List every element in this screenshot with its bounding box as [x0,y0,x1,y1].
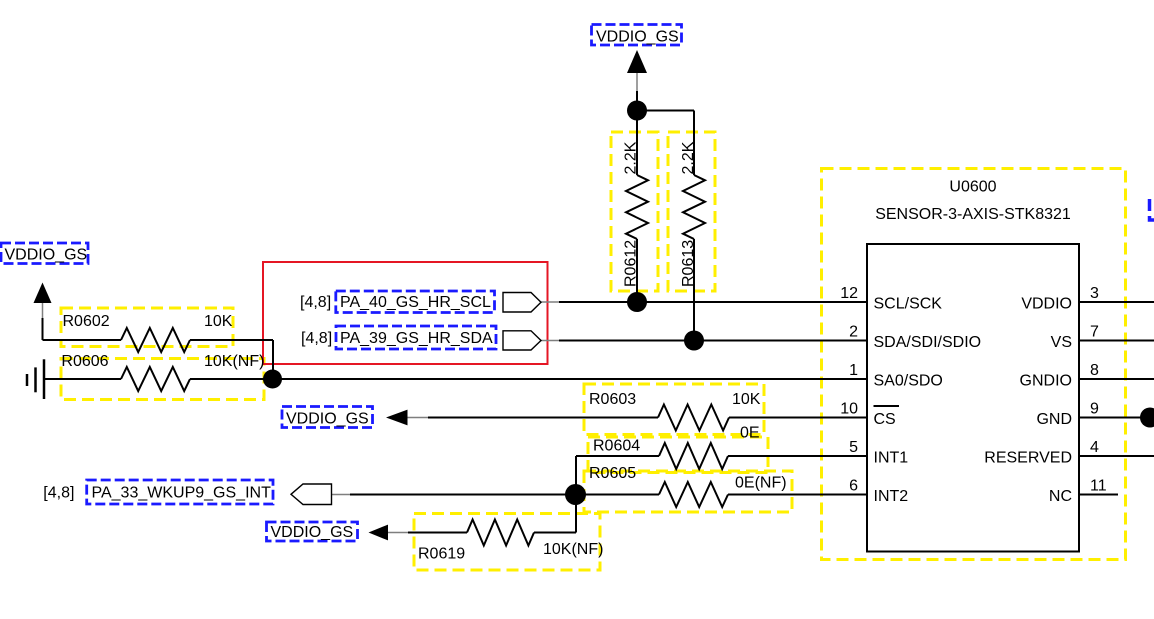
svg-text:5: 5 [849,439,858,456]
svg-text:SCL/SCK: SCL/SCK [874,296,943,313]
svg-text:11: 11 [1090,478,1107,495]
svg-text:R0604: R0604 [593,438,640,455]
svg-text:GNDIO: GNDIO [1020,373,1072,390]
svg-text:1: 1 [849,362,858,379]
svg-text:SDA/SDI/SDIO: SDA/SDI/SDIO [874,334,982,351]
svg-text:R0606: R0606 [61,353,108,370]
svg-text:R0613: R0613 [680,240,697,287]
svg-text:8: 8 [1090,362,1099,379]
svg-text:2: 2 [849,324,858,341]
svg-text:PA_33_WKUP9_GS_INT: PA_33_WKUP9_GS_INT [92,485,272,502]
svg-text:10K(NF): 10K(NF) [543,541,603,558]
svg-text:[4,8]: [4,8] [43,485,74,502]
svg-text:12: 12 [840,285,858,302]
svg-text:2.2K: 2.2K [623,141,640,174]
svg-text:R0603: R0603 [589,391,636,408]
svg-text:4: 4 [1090,439,1099,456]
svg-text:VDDIO_GS: VDDIO_GS [286,411,369,428]
svg-text:R0612: R0612 [623,240,640,287]
svg-text:U0600: U0600 [949,179,996,196]
svg-text:VS: VS [1051,334,1072,351]
svg-text:[4,8]: [4,8] [301,330,332,347]
svg-text:VDDIO: VDDIO [1021,296,1072,313]
svg-text:GND: GND [1036,411,1072,428]
svg-text:0E(NF): 0E(NF) [735,475,787,492]
svg-text:0E: 0E [740,425,760,442]
svg-text:RESERVED: RESERVED [984,450,1072,467]
svg-text:R0605: R0605 [589,465,636,482]
svg-text:VDDIO_GS: VDDIO_GS [596,29,679,46]
svg-text:10K(NF): 10K(NF) [204,353,264,370]
svg-text:VDDIO_GS: VDDIO_GS [5,247,88,264]
svg-text:10K: 10K [732,391,761,408]
svg-text:R0602: R0602 [63,313,110,330]
svg-text:SENSOR-3-AXIS-STK8321: SENSOR-3-AXIS-STK8321 [875,206,1071,223]
svg-text:6: 6 [849,478,858,495]
svg-text:[4,8]: [4,8] [300,294,331,311]
svg-text:SA0/SDO: SA0/SDO [874,373,943,390]
svg-text:9: 9 [1090,401,1099,418]
svg-text:R0619: R0619 [418,546,465,563]
svg-text:PA_40_GS_HR_SCL: PA_40_GS_HR_SCL [340,294,491,311]
svg-text:INT1: INT1 [874,450,909,467]
svg-text:3: 3 [1090,285,1099,302]
svg-text:PA_39_GS_HR_SDA: PA_39_GS_HR_SDA [340,330,493,347]
svg-text:10K: 10K [204,313,233,330]
svg-text:7: 7 [1090,324,1099,341]
svg-text:CS: CS [874,411,896,428]
svg-text:10: 10 [840,401,858,418]
svg-text:INT2: INT2 [874,488,909,505]
svg-text:2.2K: 2.2K [680,141,697,174]
svg-text:NC: NC [1049,488,1072,505]
svg-text:VDDIO_GS: VDDIO_GS [271,524,354,541]
